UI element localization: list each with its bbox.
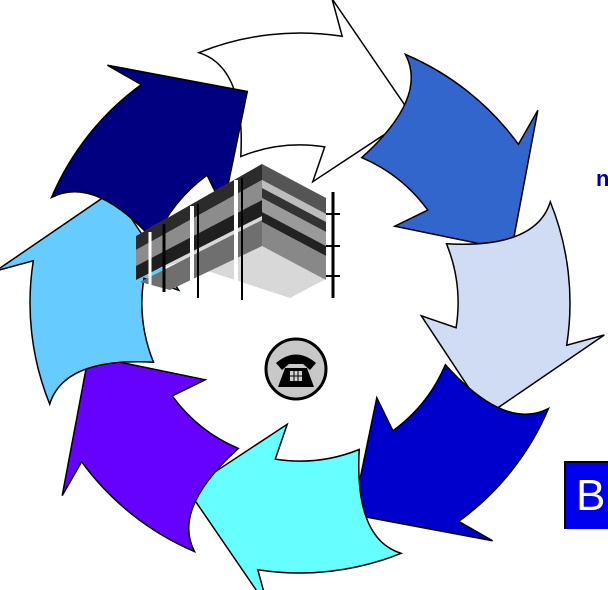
office-building-icon: [136, 164, 340, 300]
cropped-right-label-box: B: [564, 461, 608, 529]
cycle-arrow-5: [186, 422, 404, 590]
telephone-icon: [264, 337, 328, 401]
cycle-arrow-3: [419, 199, 605, 417]
cycle-arrow-1: [196, 0, 414, 184]
cycle-arrow-2: [360, 52, 539, 252]
cycle-arrow-6: [61, 354, 240, 554]
cycle-arrow-8: [49, 64, 249, 243]
cycle-arrow-4: [351, 363, 551, 542]
cycle-arrow-7: [0, 189, 181, 407]
cropped-left-label: n: [596, 166, 608, 191]
cropped-right-label-text: B: [576, 471, 606, 520]
